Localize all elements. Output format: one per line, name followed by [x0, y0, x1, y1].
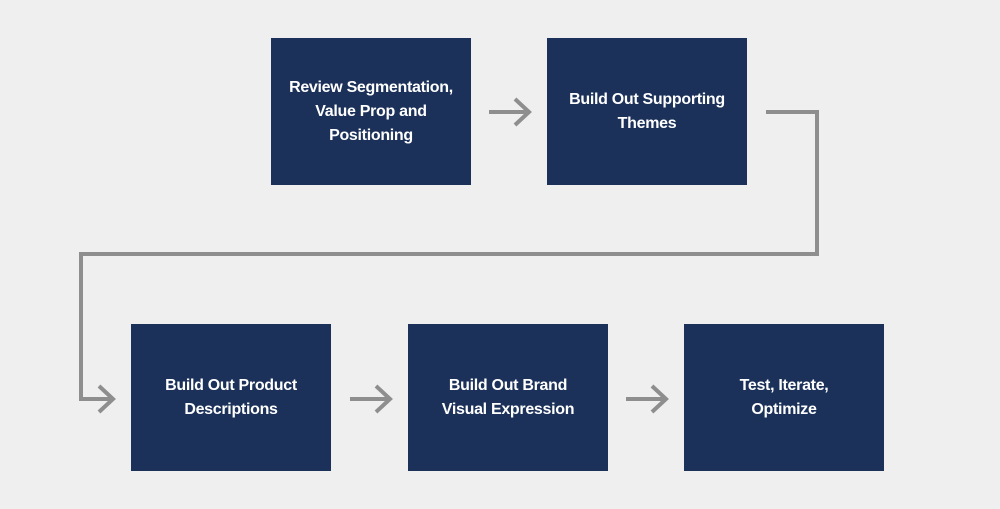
step-build-supporting-themes: Build Out Supporting Themes: [547, 38, 747, 185]
step-label: Build Out Supporting Themes: [569, 90, 725, 132]
arrow-right-icon: [626, 384, 669, 414]
step-label: Build Out Brand Visual Expression: [441, 376, 575, 418]
step-label: Review Segmentation, Value Prop and Posi…: [289, 78, 453, 144]
arrow-right-icon: [350, 384, 393, 414]
step-label: Build Out Product Descriptions: [165, 376, 297, 418]
arrow-right-icon: [489, 97, 532, 127]
step-build-product-descriptions: Build Out Product Descriptions: [131, 324, 331, 471]
step-build-brand-visual-expression: Build Out Brand Visual Expression: [408, 324, 608, 471]
step-test-iterate-optimize: Test, Iterate, Optimize: [684, 324, 884, 471]
step-label: Test, Iterate, Optimize: [739, 376, 829, 418]
step-review-segmentation: Review Segmentation, Value Prop and Posi…: [271, 38, 471, 185]
